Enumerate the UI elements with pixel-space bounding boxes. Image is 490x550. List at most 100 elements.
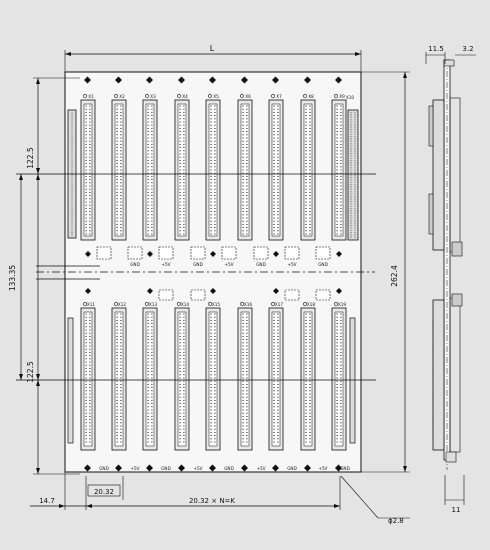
power-terminal bbox=[284, 246, 300, 260]
mounting-hole bbox=[210, 251, 216, 257]
slot-label: X11 bbox=[87, 302, 96, 307]
bottom-slot-2: X12 bbox=[111, 302, 127, 451]
bottom-slot-6: X16 bbox=[237, 302, 253, 451]
mounting-holes bbox=[84, 76, 342, 472]
left-bottom-rail bbox=[67, 317, 74, 444]
top-slot-3: X3 bbox=[142, 94, 158, 241]
connector-label: X10 bbox=[346, 95, 355, 100]
side-view: 11.5 3.2 11 bbox=[425, 45, 476, 514]
mounting-hole bbox=[178, 464, 185, 472]
slot-label: X6 bbox=[245, 94, 251, 99]
slot-label: X12 bbox=[118, 302, 127, 307]
hole-diameter-label: ϕ2.8 bbox=[388, 517, 404, 525]
voltage-label: GND bbox=[130, 262, 140, 267]
span-label: 20.32 × N=K bbox=[189, 497, 235, 505]
mounting-hole bbox=[146, 464, 153, 472]
top-slot-9: X9 bbox=[331, 94, 347, 241]
mounting-hole bbox=[147, 288, 153, 294]
mounting-hole bbox=[304, 464, 311, 472]
power-terminal bbox=[190, 289, 206, 301]
slot-label: X19 bbox=[338, 302, 347, 307]
slot-label: X15 bbox=[212, 302, 221, 307]
voltage-label: +5V bbox=[287, 262, 296, 267]
slot-label: X3 bbox=[150, 94, 156, 99]
power-terminal bbox=[221, 246, 237, 260]
top-slot-2: X2 bbox=[111, 94, 127, 241]
power-terminal bbox=[315, 246, 331, 260]
power-terminal bbox=[96, 246, 112, 260]
slot-label: X9 bbox=[339, 94, 345, 99]
mounting-hole bbox=[241, 76, 248, 84]
top-slot-4: X4 bbox=[174, 94, 190, 241]
bottom-height-label: 122.5 bbox=[26, 361, 35, 383]
side-offset-label: 3.2 bbox=[462, 45, 473, 53]
top-slot-6: X6 bbox=[237, 94, 253, 241]
right-side-connector bbox=[347, 109, 359, 241]
voltage-label: GND bbox=[161, 466, 171, 471]
mounting-hole bbox=[335, 76, 342, 84]
side-depth-label: 11 bbox=[452, 506, 461, 514]
mounting-hole bbox=[115, 76, 122, 84]
power-terminal bbox=[158, 289, 174, 301]
voltage-label: +5V bbox=[256, 466, 265, 471]
slot-label: X8 bbox=[308, 94, 314, 99]
left-height-dimensions: 122.5 133.35 122.5 bbox=[8, 77, 80, 475]
mounting-hole bbox=[273, 288, 279, 294]
mounting-hole bbox=[84, 464, 91, 472]
voltage-label: +5V bbox=[193, 466, 202, 471]
voltage-label: GND bbox=[193, 262, 203, 267]
slot-label: X16 bbox=[244, 302, 253, 307]
bottom-slot-5: X15 bbox=[205, 302, 221, 451]
right-bottom-rail bbox=[349, 317, 356, 444]
voltage-label: +5V bbox=[161, 262, 170, 267]
mounting-hole bbox=[272, 464, 279, 472]
slot-label: X1 bbox=[88, 94, 94, 99]
top-slot-7: X7 bbox=[268, 94, 284, 241]
top-height-label: 122.5 bbox=[26, 147, 35, 169]
mounting-hole bbox=[146, 76, 153, 84]
power-terminal bbox=[127, 246, 143, 260]
mounting-hole bbox=[178, 76, 185, 84]
bottom-slot-1: X11 bbox=[80, 302, 96, 451]
mounting-hole bbox=[272, 76, 279, 84]
slot-label: X2 bbox=[119, 94, 125, 99]
voltage-label: +5V bbox=[318, 466, 327, 471]
slot-label: X17 bbox=[275, 302, 284, 307]
top-slot-1: X1 bbox=[80, 94, 96, 241]
mounting-hole bbox=[85, 288, 91, 294]
mounting-hole bbox=[335, 464, 342, 472]
voltage-label: GND bbox=[99, 466, 109, 471]
mounting-hole bbox=[273, 251, 279, 257]
left-offset-label: 14.7 bbox=[39, 497, 55, 505]
bottom-slot-9: X19 bbox=[331, 302, 347, 451]
slot-label: X18 bbox=[307, 302, 316, 307]
voltage-label: GND bbox=[318, 262, 328, 267]
pitch-label: 20.32 bbox=[94, 488, 114, 496]
width-label: L bbox=[210, 44, 215, 53]
width-dimension: L bbox=[64, 44, 362, 72]
mounting-hole bbox=[210, 288, 216, 294]
voltage-label: +5V bbox=[130, 466, 139, 471]
total-height-dimension: 262.4 bbox=[361, 71, 410, 473]
mounting-hole bbox=[209, 464, 216, 472]
top-slot-8: X8 bbox=[300, 94, 316, 241]
slot-label: X5 bbox=[213, 94, 219, 99]
slot-label: X7 bbox=[276, 94, 282, 99]
mounting-hole bbox=[304, 76, 311, 84]
power-terminal bbox=[284, 289, 300, 301]
voltage-label: GND bbox=[340, 466, 350, 471]
slot-label: X4 bbox=[182, 94, 188, 99]
voltage-label: GND bbox=[224, 466, 234, 471]
bottom-slot-7: X17 bbox=[268, 302, 284, 451]
slot-label: X13 bbox=[149, 302, 158, 307]
mounting-hole bbox=[85, 251, 91, 257]
mounting-hole bbox=[115, 464, 122, 472]
power-terminal bbox=[253, 246, 269, 260]
power-terminal bbox=[190, 246, 206, 260]
mounting-hole bbox=[147, 251, 153, 257]
power-terminal bbox=[158, 246, 174, 260]
middle-height-label: 133.35 bbox=[8, 265, 17, 291]
voltage-label: GND bbox=[287, 466, 297, 471]
top-slot-row: X1 X2 X3 X4 X5 X6 X7 X8 X9 bbox=[80, 94, 347, 241]
